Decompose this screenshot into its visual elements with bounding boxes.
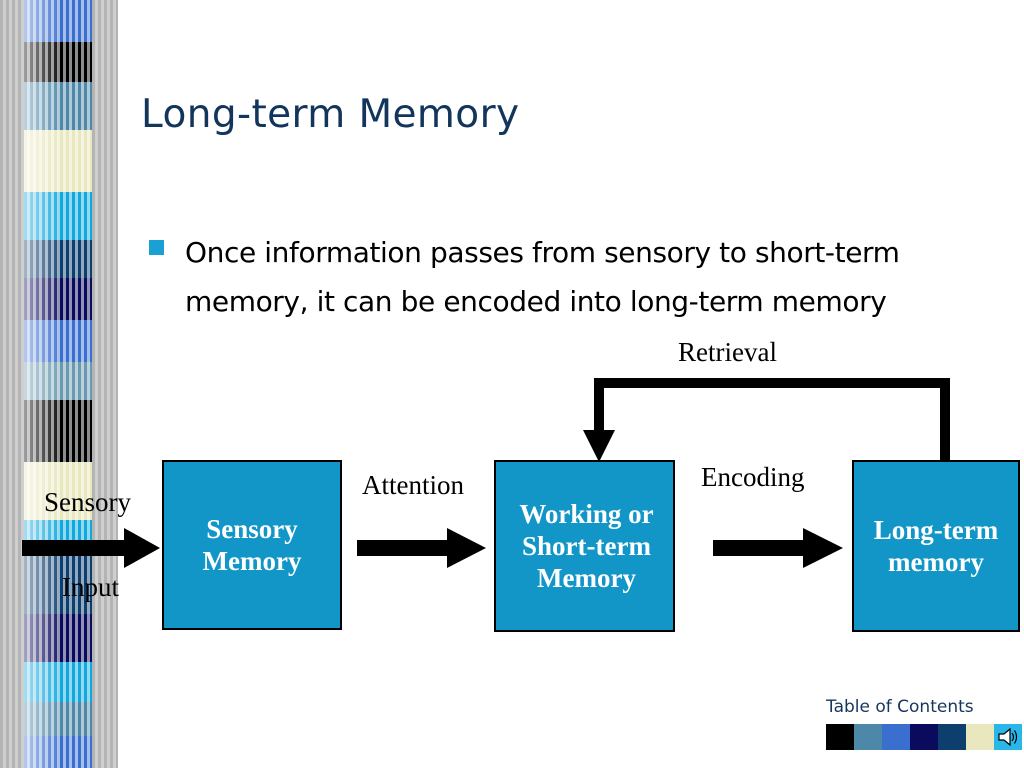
color-swatch-4 [938, 724, 966, 750]
box-sensory-memory-line2: Memory [202, 546, 302, 576]
box-working-memory-line3: Memory [537, 563, 636, 593]
color-swatch-0 [826, 724, 854, 750]
color-swatch-strip [826, 724, 1022, 750]
box-long-term-memory-line2: memory [888, 547, 984, 577]
box-working-memory-line2: Short-term [522, 531, 651, 561]
box-long-term-memory-line1: Long-term [873, 515, 999, 545]
label-sensory-input-line2: Input [62, 572, 119, 602]
color-swatch-5 [966, 724, 994, 750]
arrow-encoding [713, 528, 843, 568]
arrow-attention [357, 528, 486, 568]
arrow-sensory-input [22, 528, 160, 568]
table-of-contents-link[interactable]: Table of Contents [826, 697, 974, 717]
color-swatch-3 [910, 724, 938, 750]
bullet-list: Once information passes from sensory to … [149, 228, 961, 326]
page-title: Long-term Memory [141, 92, 520, 137]
bullet-item-text: Once information passes from sensory to … [185, 236, 900, 318]
sidebar-left-column [0, 0, 24, 768]
label-sensory-input-line1: Sensory [44, 487, 131, 517]
color-swatch-2 [882, 724, 910, 750]
sidebar-right-column [92, 0, 118, 768]
sound-button[interactable] [994, 724, 1022, 750]
box-working-memory-line1: Working or [519, 499, 654, 529]
speaker-icon [998, 727, 1018, 747]
arrow-retrieval [583, 378, 950, 462]
label-attention: Attention [362, 470, 464, 500]
box-sensory-memory-line1: Sensory [206, 514, 298, 544]
label-retrieval: Retrieval [678, 337, 777, 367]
color-swatch-1 [854, 724, 882, 750]
bullet-marker-square [149, 240, 164, 255]
label-encoding: Encoding [701, 462, 805, 492]
